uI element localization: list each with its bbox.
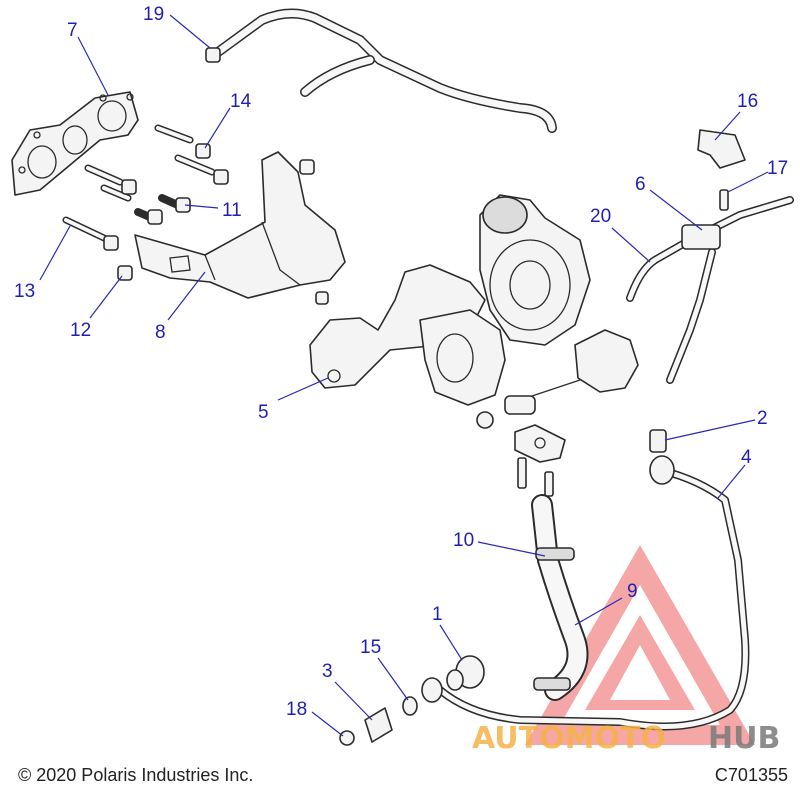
callout-7: 7 [67,20,78,41]
callout-15: 15 [360,637,381,658]
part-3-bolt [364,707,393,743]
part-19-hose [205,8,557,133]
callout-14: 14 [230,91,252,112]
callout-12: 12 [70,320,91,341]
watermark-text-b: HUB [708,721,780,756]
watermark-text: AUTOMOTO HUB [472,721,780,756]
callout-18: 18 [286,699,307,720]
callout-16: 16 [737,91,758,112]
callout-11: 11 [222,200,242,221]
callout-13: 13 [14,281,35,302]
callout-19: 19 [143,4,164,25]
callout-5: 5 [258,402,269,423]
part-10-clamp [535,547,575,561]
copyright-text: © 2020 Polaris Industries Inc. [18,765,254,785]
watermark-text-a: AUTOMOTO [472,721,666,756]
leader-lines [39,14,769,737]
callout-4: 4 [741,447,752,468]
diagram-code: C701355 [714,765,788,785]
callout-9: 9 [627,581,638,602]
part-16-bracket [697,129,746,169]
part-9-oil-return-hose [531,494,589,701]
part-8-heat-shield [134,151,346,299]
callout-2: 2 [757,408,768,429]
part-15-washer [402,696,418,716]
callout-6: 6 [635,174,646,195]
part-2-banjo-bolt [649,429,667,453]
callout-20: 20 [590,206,611,227]
callout-17: 17 [767,158,788,179]
watermark-logo [525,545,755,745]
part-4-oil-feed-line [436,429,750,731]
callout-3: 3 [322,661,333,682]
studs-and-nuts [62,124,329,305]
callout-10: 10 [453,530,474,551]
callout-1: 1 [432,604,443,625]
oil-flange [514,424,566,497]
callout-labels: 1 2 3 4 5 6 7 8 9 10 11 12 13 14 15 16 1… [14,4,788,720]
part-6-20-breather [626,129,794,384]
callout-8: 8 [155,322,166,343]
part-5-turbocharger-manifold [309,194,639,429]
part-7-gasket [11,91,139,196]
part-17-screw [719,189,729,211]
part-18-nut [339,730,355,746]
lower-fittings [339,655,485,746]
